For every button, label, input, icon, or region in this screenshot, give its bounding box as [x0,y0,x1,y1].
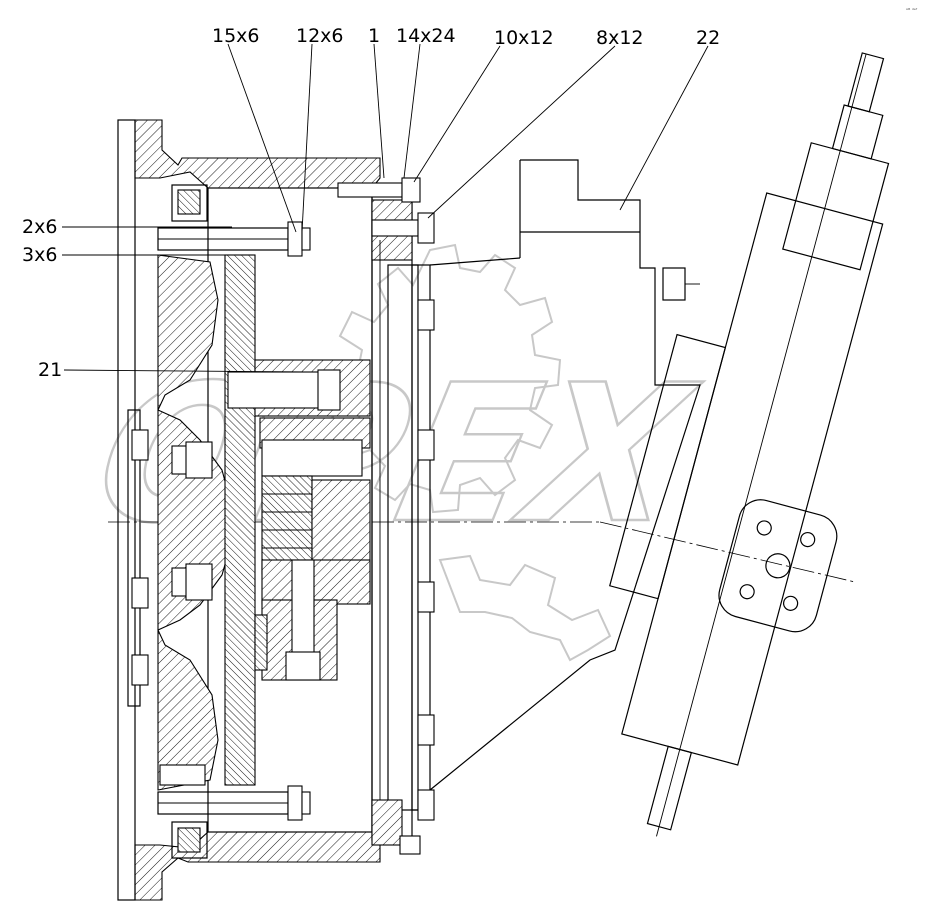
port-hole-3 [739,584,755,600]
port-hole-1 [756,520,772,536]
bracket-body [429,159,701,791]
cover-bolt-3 [131,654,149,686]
callout-1: 1 [368,25,380,47]
bearing-ring-top [177,189,201,215]
spline-gear [261,475,313,575]
hub-lower [261,559,371,605]
lower-bolt [291,559,315,656]
port-hole-4 [783,595,799,611]
callout-8x12: 8x12 [596,27,644,49]
port-hole-2 [800,531,816,548]
long-stud-top [157,221,311,257]
callout-22: 22 [696,27,720,49]
callout-12x6: 12x6 [296,25,344,47]
callout-21: 21 [38,359,62,381]
long-stud-bottom [157,785,311,821]
stud-boss-bottom [159,764,206,786]
watermark-gear-lower [438,554,612,662]
cover-bolt-1 [131,429,149,461]
flange-bottom-block [371,799,403,846]
cover-bolt-2 [131,577,149,609]
housing-top-wall [118,119,381,189]
flywheel-disc [157,254,233,791]
bearing-pack-top [171,184,208,222]
leader-lines [62,43,709,373]
bracket-outline [429,159,701,791]
hub-bolts [171,441,213,601]
watermark-gear [330,243,562,514]
cylinder-cap [782,142,890,271]
bearing-pack-bottom [171,821,208,859]
spline-upper [261,439,363,477]
callout-14x24: 14x24 [396,25,456,47]
left-cover-plate [127,409,141,707]
callout-2x6: 2x6 [22,216,57,238]
central-hub [227,359,371,681]
cylinder-assembly [609,52,890,837]
bolt-21-head [317,369,341,411]
bearing-ring-bottom [177,827,201,853]
bracket-tab [662,267,686,301]
callout-3x6: 3x6 [22,244,57,266]
corner-mark: ᴬᴮ ᵈᵉᶠ [906,8,918,14]
inclined-centerline [599,521,856,583]
cylinder-rod-top [847,52,885,113]
flange-bolts [337,177,435,855]
callout-10x12: 10x12 [494,27,554,49]
housing-bottom-wall [118,831,381,901]
cylinder-side-plate [609,333,727,600]
port-center [765,553,791,579]
lower-bolt-head [285,651,321,681]
callout-15x6: 15x6 [212,25,260,47]
clutch-plate [224,254,256,786]
port-plate [718,499,838,633]
seal [254,614,268,671]
